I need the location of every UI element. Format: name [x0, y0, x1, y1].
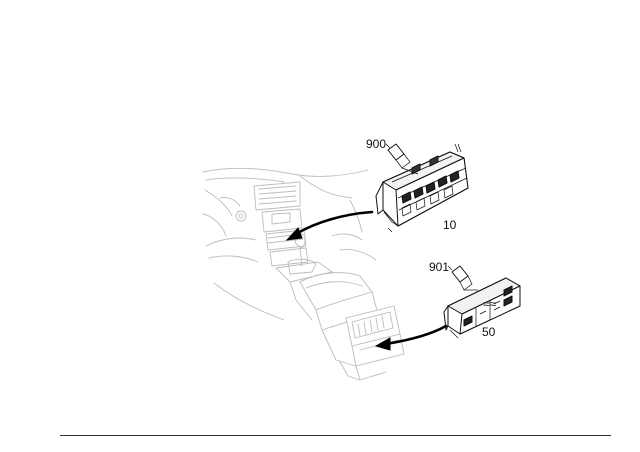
bottom-rule [60, 435, 611, 436]
arrow-lower-to-rear-console [374, 324, 448, 351]
label-unit-50: 50 [482, 325, 496, 339]
arrow-upper-to-dashboard [285, 210, 374, 241]
svg-text:≈≈: ≈≈ [483, 297, 497, 311]
label-cable-900: 900 [366, 137, 386, 151]
label-cable-901: 901 [429, 260, 449, 274]
vehicle-interior-drawing [202, 167, 405, 381]
connector-901 [447, 265, 478, 291]
connector-900 [385, 143, 419, 175]
label-unit-10: 10 [443, 218, 457, 232]
upper-control-unit [375, 143, 469, 233]
lower-control-unit: ≈≈ [443, 277, 521, 339]
